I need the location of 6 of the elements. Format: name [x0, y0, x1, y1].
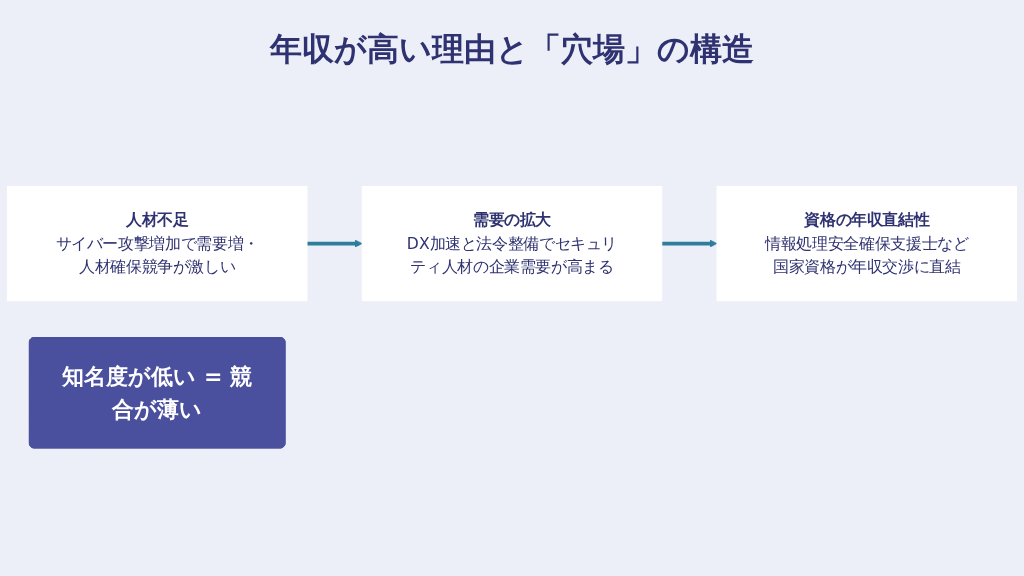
node-box: 人材不足 サイバー攻撃増加で需要増・人材確保競争が激しい: [6, 185, 308, 302]
node-box: 資格の年収直結性 情報処理安全確保支援士など国家資格が年収交渉に直結: [716, 185, 1018, 302]
arrow: [661, 239, 718, 248]
diagram-title: 年収が高い理由と「穴場」の構造: [268, 29, 755, 70]
arrow: [307, 239, 363, 248]
node-box: 需要の拡大 DX加速と法令整備でセキュリティ人材の企業需要が高まる: [361, 185, 663, 302]
